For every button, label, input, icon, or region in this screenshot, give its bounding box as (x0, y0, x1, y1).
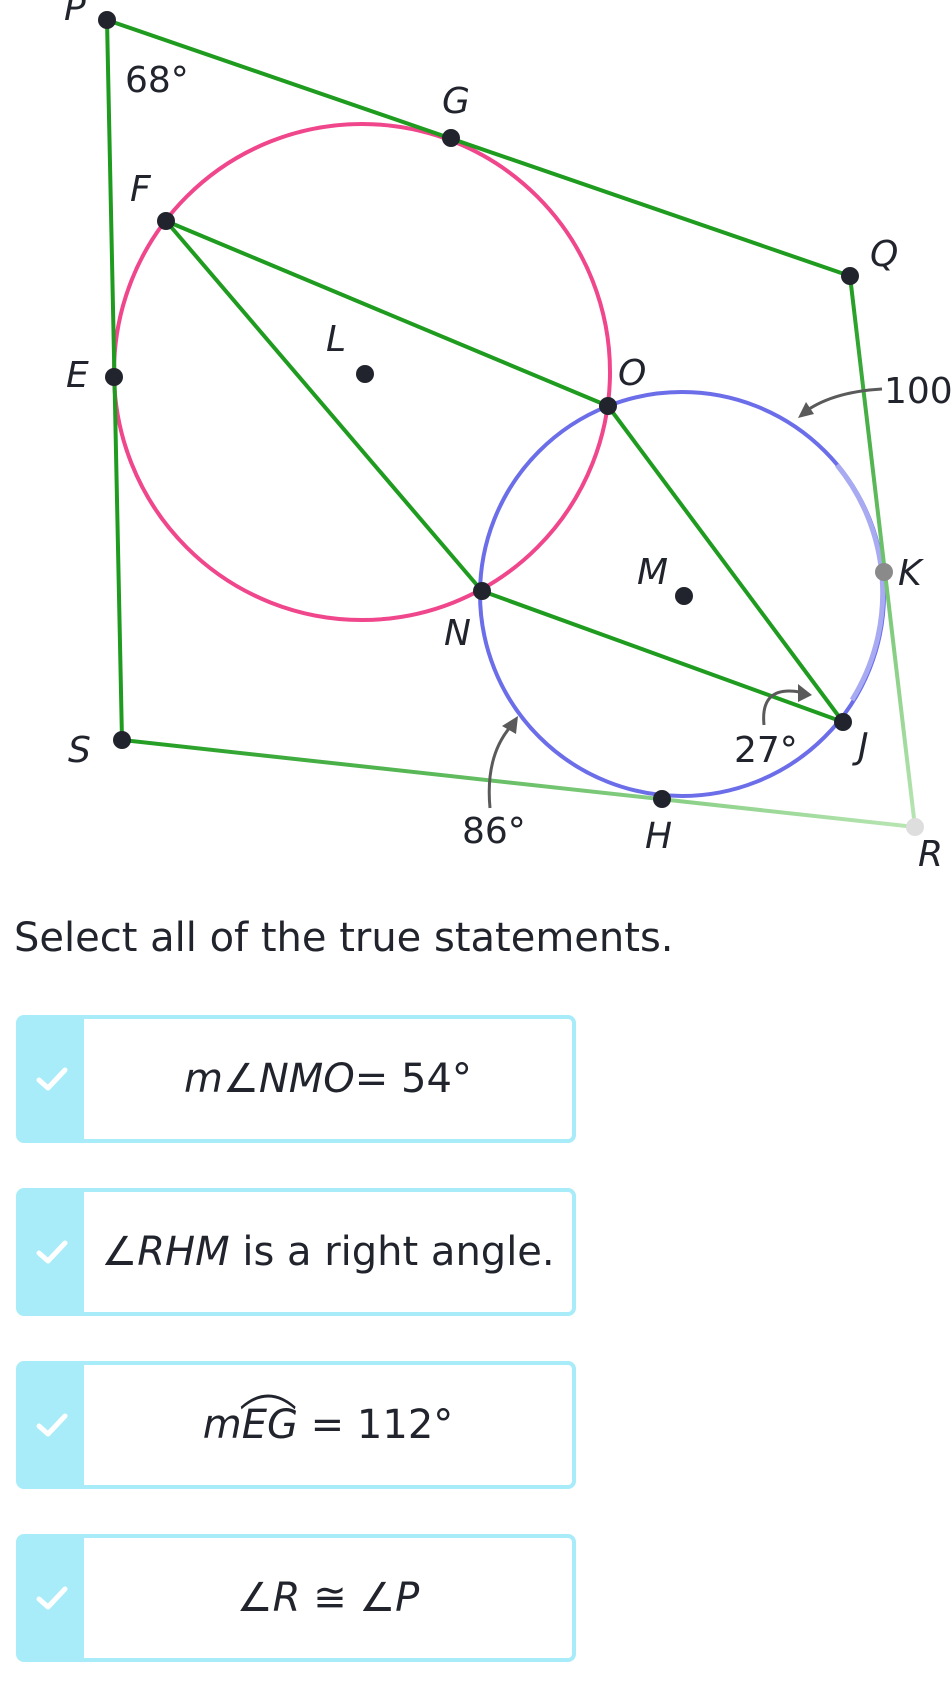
measure-symbol: m (202, 1402, 242, 1448)
measure-symbol: m (184, 1056, 224, 1102)
segment-NJ (481, 589, 844, 724)
label-H: H (645, 816, 672, 857)
angle-27-label: 27° (734, 730, 798, 771)
arc-86-pointer (487, 723, 514, 809)
choice-2-checkbox[interactable] (20, 1192, 84, 1312)
point-G (442, 129, 460, 147)
choice-4[interactable]: ∠R ≅ ∠P (16, 1534, 576, 1662)
point-O (599, 397, 617, 415)
equation-rest: = 112° (297, 1402, 454, 1448)
segment-FN (164, 219, 484, 593)
congruent-symbol: ≅ (300, 1575, 360, 1621)
arc-100-arrowhead (798, 402, 814, 418)
point-P (98, 11, 116, 29)
point-R (906, 818, 924, 836)
point-Q (841, 267, 859, 285)
arc-100-pointer (801, 387, 883, 416)
angle-expression: ∠NMO (223, 1056, 355, 1102)
choice-1-checkbox[interactable] (20, 1019, 84, 1139)
check-icon (36, 1240, 68, 1264)
label-L: L (326, 319, 346, 360)
segment-QR (848, 275, 917, 828)
arc-expression: EG (240, 1394, 298, 1448)
choice-1-text: m∠NMO = 54° (84, 1019, 572, 1139)
label-P: P (64, 0, 86, 29)
point-F (157, 212, 175, 230)
angle-expression-left: ∠R (236, 1575, 301, 1621)
equation-rest: = 54° (354, 1056, 472, 1102)
arc-symbol-icon (240, 1394, 296, 1410)
check-icon (36, 1067, 68, 1091)
angle-27-pointer (762, 689, 801, 726)
choice-3-checkbox[interactable] (20, 1365, 84, 1485)
segment-OJ (606, 404, 845, 724)
segment-FO (165, 219, 609, 408)
choice-2[interactable]: ∠RHM is a right angle. (16, 1188, 576, 1316)
angle-expression-right: ∠P (359, 1575, 420, 1621)
choice-2-text: ∠RHM is a right angle. (84, 1192, 572, 1312)
label-F: F (130, 169, 152, 210)
label-Q: Q (870, 234, 898, 275)
label-R: R (918, 834, 943, 875)
label-K: K (898, 553, 924, 594)
point-M (675, 587, 693, 605)
label-N: N (444, 613, 471, 654)
choice-1[interactable]: m∠NMO = 54° (16, 1015, 576, 1143)
statement-rest: is a right angle. (229, 1229, 555, 1275)
point-N (473, 582, 491, 600)
check-icon (36, 1586, 68, 1610)
segment-PQ (106, 18, 851, 278)
label-M: M (637, 552, 668, 593)
label-J: J (852, 726, 869, 767)
arc-86-label: 86° (462, 811, 526, 852)
check-icon (36, 1413, 68, 1437)
arc-100-label: 100° (884, 371, 951, 412)
choice-4-text: ∠R ≅ ∠P (84, 1538, 572, 1658)
angle-expression: ∠RHM (101, 1229, 230, 1275)
question-prompt: Select all of the true statements. (14, 915, 674, 961)
point-S (113, 731, 131, 749)
segment-SR (121, 738, 916, 829)
label-S: S (68, 730, 91, 771)
label-E: E (66, 355, 89, 396)
arc-86-arrowhead (502, 716, 518, 734)
point-K (875, 563, 893, 581)
label-O: O (618, 353, 646, 394)
point-H (653, 790, 671, 808)
point-E (105, 368, 123, 386)
label-G: G (442, 81, 470, 122)
choice-4-checkbox[interactable] (20, 1538, 84, 1658)
angle-P-label: 68° (125, 60, 189, 101)
arc-name: EG (241, 1402, 298, 1448)
angle-27-arrowhead (798, 684, 812, 702)
point-L (356, 365, 374, 383)
geometry-diagram: P G F Q L E O M K N S J H R 68° 100° 27°… (64, 0, 951, 875)
point-J (834, 713, 852, 731)
